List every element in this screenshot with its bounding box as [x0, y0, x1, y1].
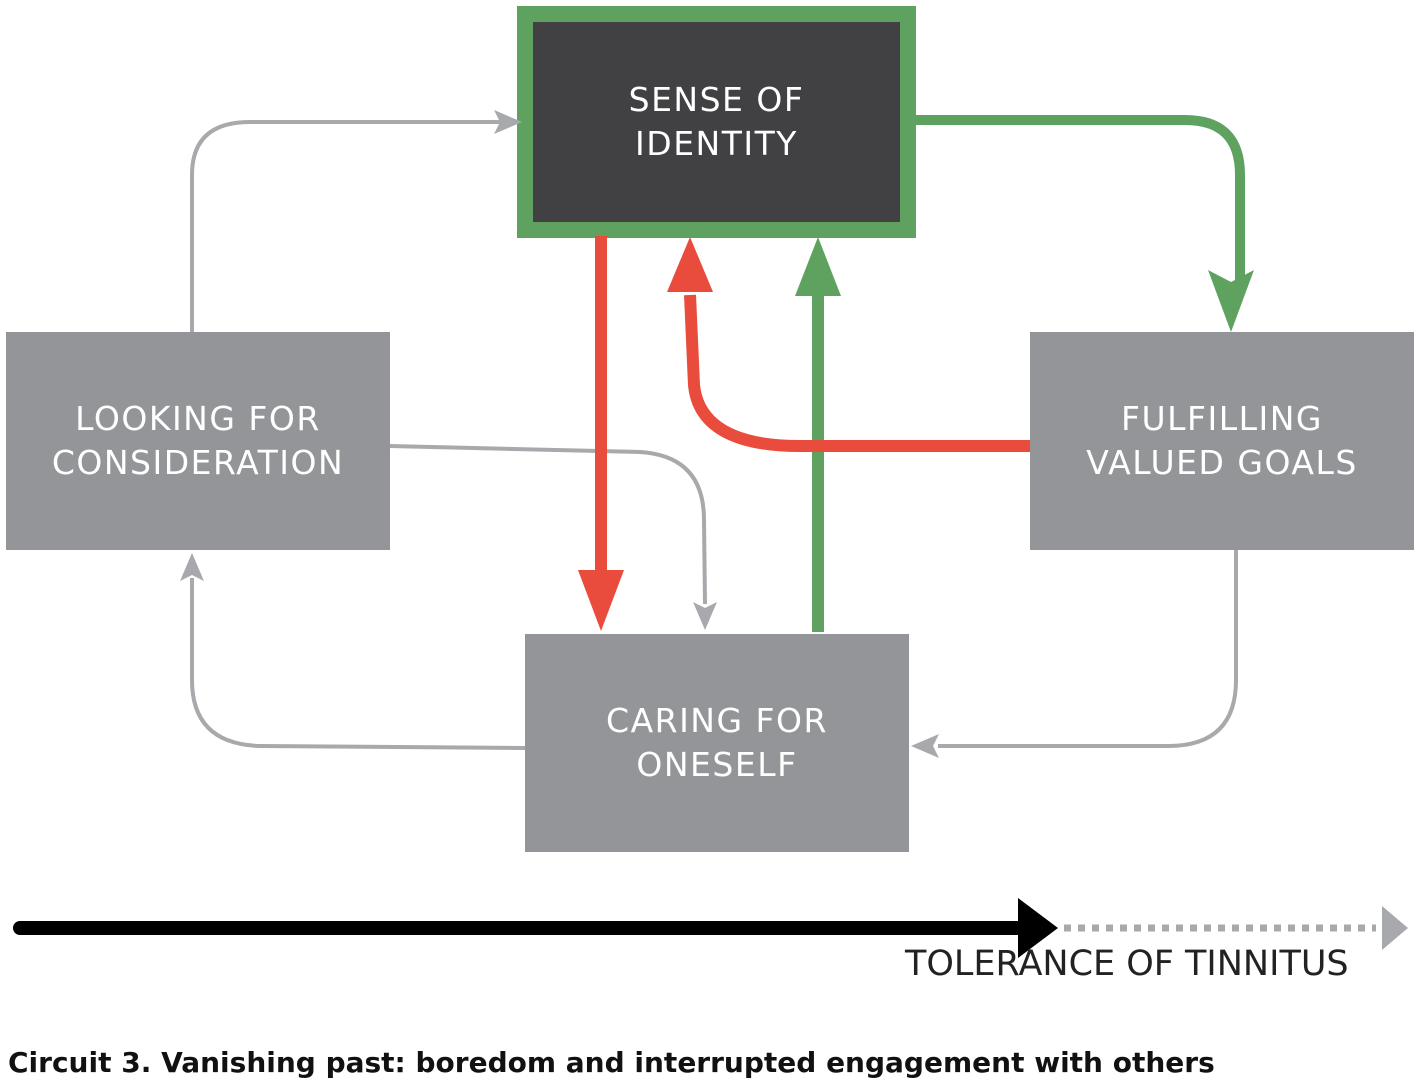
tolerance-axis-dotted-arrowhead [1382, 906, 1408, 950]
tolerance-axis-solid-arrowhead [1018, 898, 1058, 958]
label-caring-for-oneself: CARING FOR ONESELF [606, 701, 828, 784]
box-fulfilling-valued-goals [1030, 332, 1414, 550]
label-fulfilling-valued-goals: FULFILLING VALUED GOALS [1086, 399, 1358, 482]
arrow-goals-to-caring [938, 550, 1238, 748]
arrowhead-goals-to-caring [911, 734, 939, 758]
box-sense-of-identity [517, 6, 916, 238]
arrow-caring-to-consideration [190, 578, 526, 750]
arrowhead-caring-to-identity [795, 237, 841, 296]
tolerance-axis-label: TOLERANCE OF TINNITUS [905, 944, 1349, 984]
arrowhead-consideration-to-identity [494, 110, 522, 134]
arrow-consideration-to-identity [190, 120, 500, 332]
box-looking-for-consideration [6, 332, 390, 550]
box-caring-for-oneself [525, 634, 909, 852]
arrowhead-consideration-to-caring [693, 602, 717, 630]
arrow-goals-to-identity [684, 294, 1030, 452]
label-looking-for-consideration: LOOKING FOR CONSIDERATION [51, 399, 345, 482]
arrowhead-goals-to-identity [667, 237, 713, 292]
arrowhead-caring-to-consideration [180, 553, 204, 581]
figure-caption: Circuit 3. Vanishing past: boredom and i… [8, 1046, 1215, 1079]
arrowhead-identity-to-goals [1208, 270, 1254, 332]
arrow-consideration-to-caring [389, 444, 707, 605]
label-sense-of-identity: SENSE OF IDENTITY [628, 80, 805, 163]
arrow-identity-to-goals [915, 115, 1245, 282]
arrowhead-identity-to-caring [578, 570, 624, 631]
